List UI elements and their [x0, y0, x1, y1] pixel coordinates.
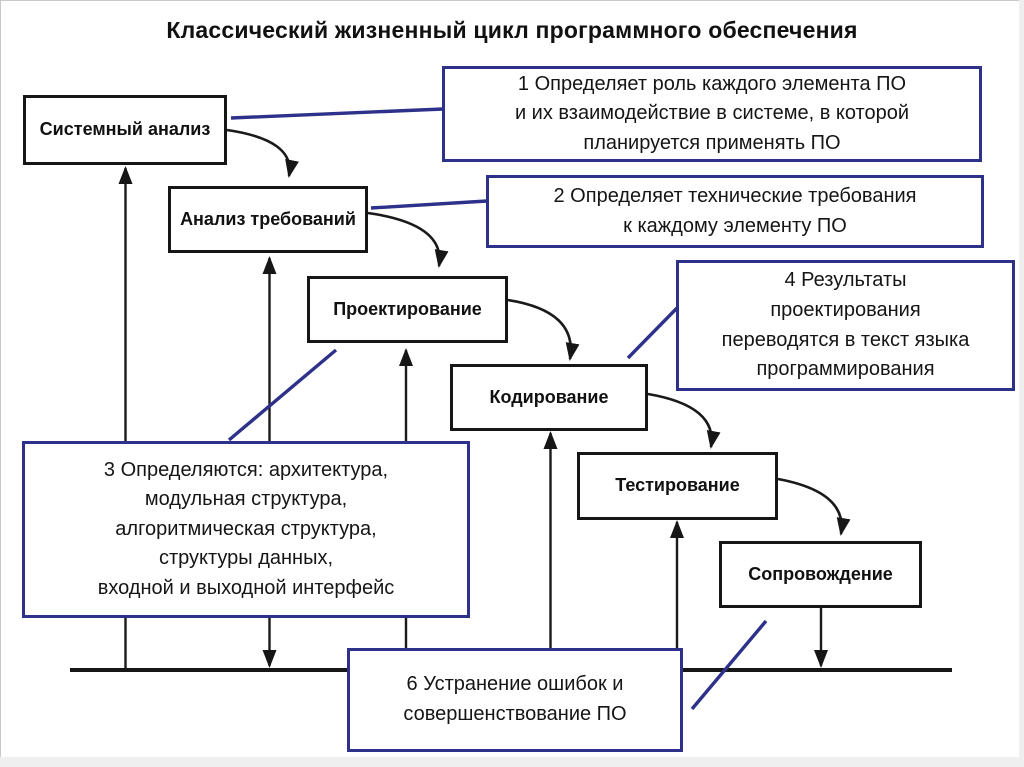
note-box-3: 3 Определяются: архитектура, модульная с…: [22, 441, 470, 618]
note-line: алгоритмическая структура,: [115, 517, 377, 540]
page-margin-right: [1019, 0, 1024, 767]
note-line: программирования: [756, 358, 935, 381]
stage-label: Системный анализ: [39, 119, 211, 140]
note-box-2: 2 Определяет технические требования к ка…: [486, 175, 984, 248]
stage-box-design: Проектирование: [307, 276, 508, 343]
note-line: модульная структура,: [144, 488, 348, 511]
note-line: планируется применять ПО: [583, 131, 841, 154]
arrow-coding-to-testing: [647, 392, 721, 449]
leader-note-2: [370, 199, 488, 210]
note-line: структуры данных,: [158, 547, 334, 570]
note-box-4: 4 Результаты проектирования переводятся …: [676, 260, 1015, 391]
leader-lines: [227, 107, 768, 711]
arrow-system-to-requirements: [226, 128, 299, 178]
stage-box-coding: Кодирование: [450, 364, 648, 431]
stage-label: Тестирование: [615, 475, 740, 496]
note-line: к каждому элементу ПО: [623, 214, 847, 237]
note-line: и их взаимодействие в системе, в которой: [514, 102, 910, 125]
stage-box-requirements-analysis: Анализ требований: [168, 186, 368, 253]
note-line: совершенствование ПО: [403, 703, 627, 725]
note-line: 6 Устранение ошибок и: [406, 673, 624, 696]
stage-label: Сопровождение: [748, 563, 893, 584]
note-line: 1 Определяет роль каждого элемента ПО: [517, 72, 907, 95]
stage-label: Анализ требований: [180, 208, 356, 229]
note-line: 2 Определяет технические требования: [553, 184, 917, 207]
arrow-testing-to-maintenance: [777, 477, 851, 536]
stage-box-maintenance: Сопровождение: [719, 541, 922, 608]
leader-note-6: [690, 619, 768, 711]
stage-label: Проектирование: [333, 298, 482, 319]
arrow-design-to-coding: [507, 298, 580, 361]
stage-label: Кодирование: [489, 386, 609, 407]
note-box-6: 6 Устранение ошибок и совершенствование …: [347, 648, 683, 752]
flow-arrows: [226, 128, 851, 536]
note-line: входной и выходной интерфейс: [97, 576, 395, 599]
note-line: 3 Определяются: архитектура,: [103, 458, 389, 481]
note-line: 4 Результаты: [784, 269, 907, 292]
page-margin-bottom: [0, 757, 1024, 767]
note-line: переводятся в текст языка: [721, 328, 970, 351]
leader-note-4: [626, 306, 679, 360]
page-title: Классический жизненный цикл программного…: [166, 17, 858, 43]
arrow-requirements-to-design: [367, 211, 449, 268]
stage-box-system-analysis: Системный анализ: [23, 95, 227, 165]
stage-box-testing: Тестирование: [577, 452, 778, 520]
note-line: проектирования: [770, 298, 921, 321]
leader-note-3: [227, 348, 338, 442]
note-box-1: 1 Определяет роль каждого элемента ПО и …: [442, 66, 982, 162]
leader-note-1: [230, 107, 444, 120]
